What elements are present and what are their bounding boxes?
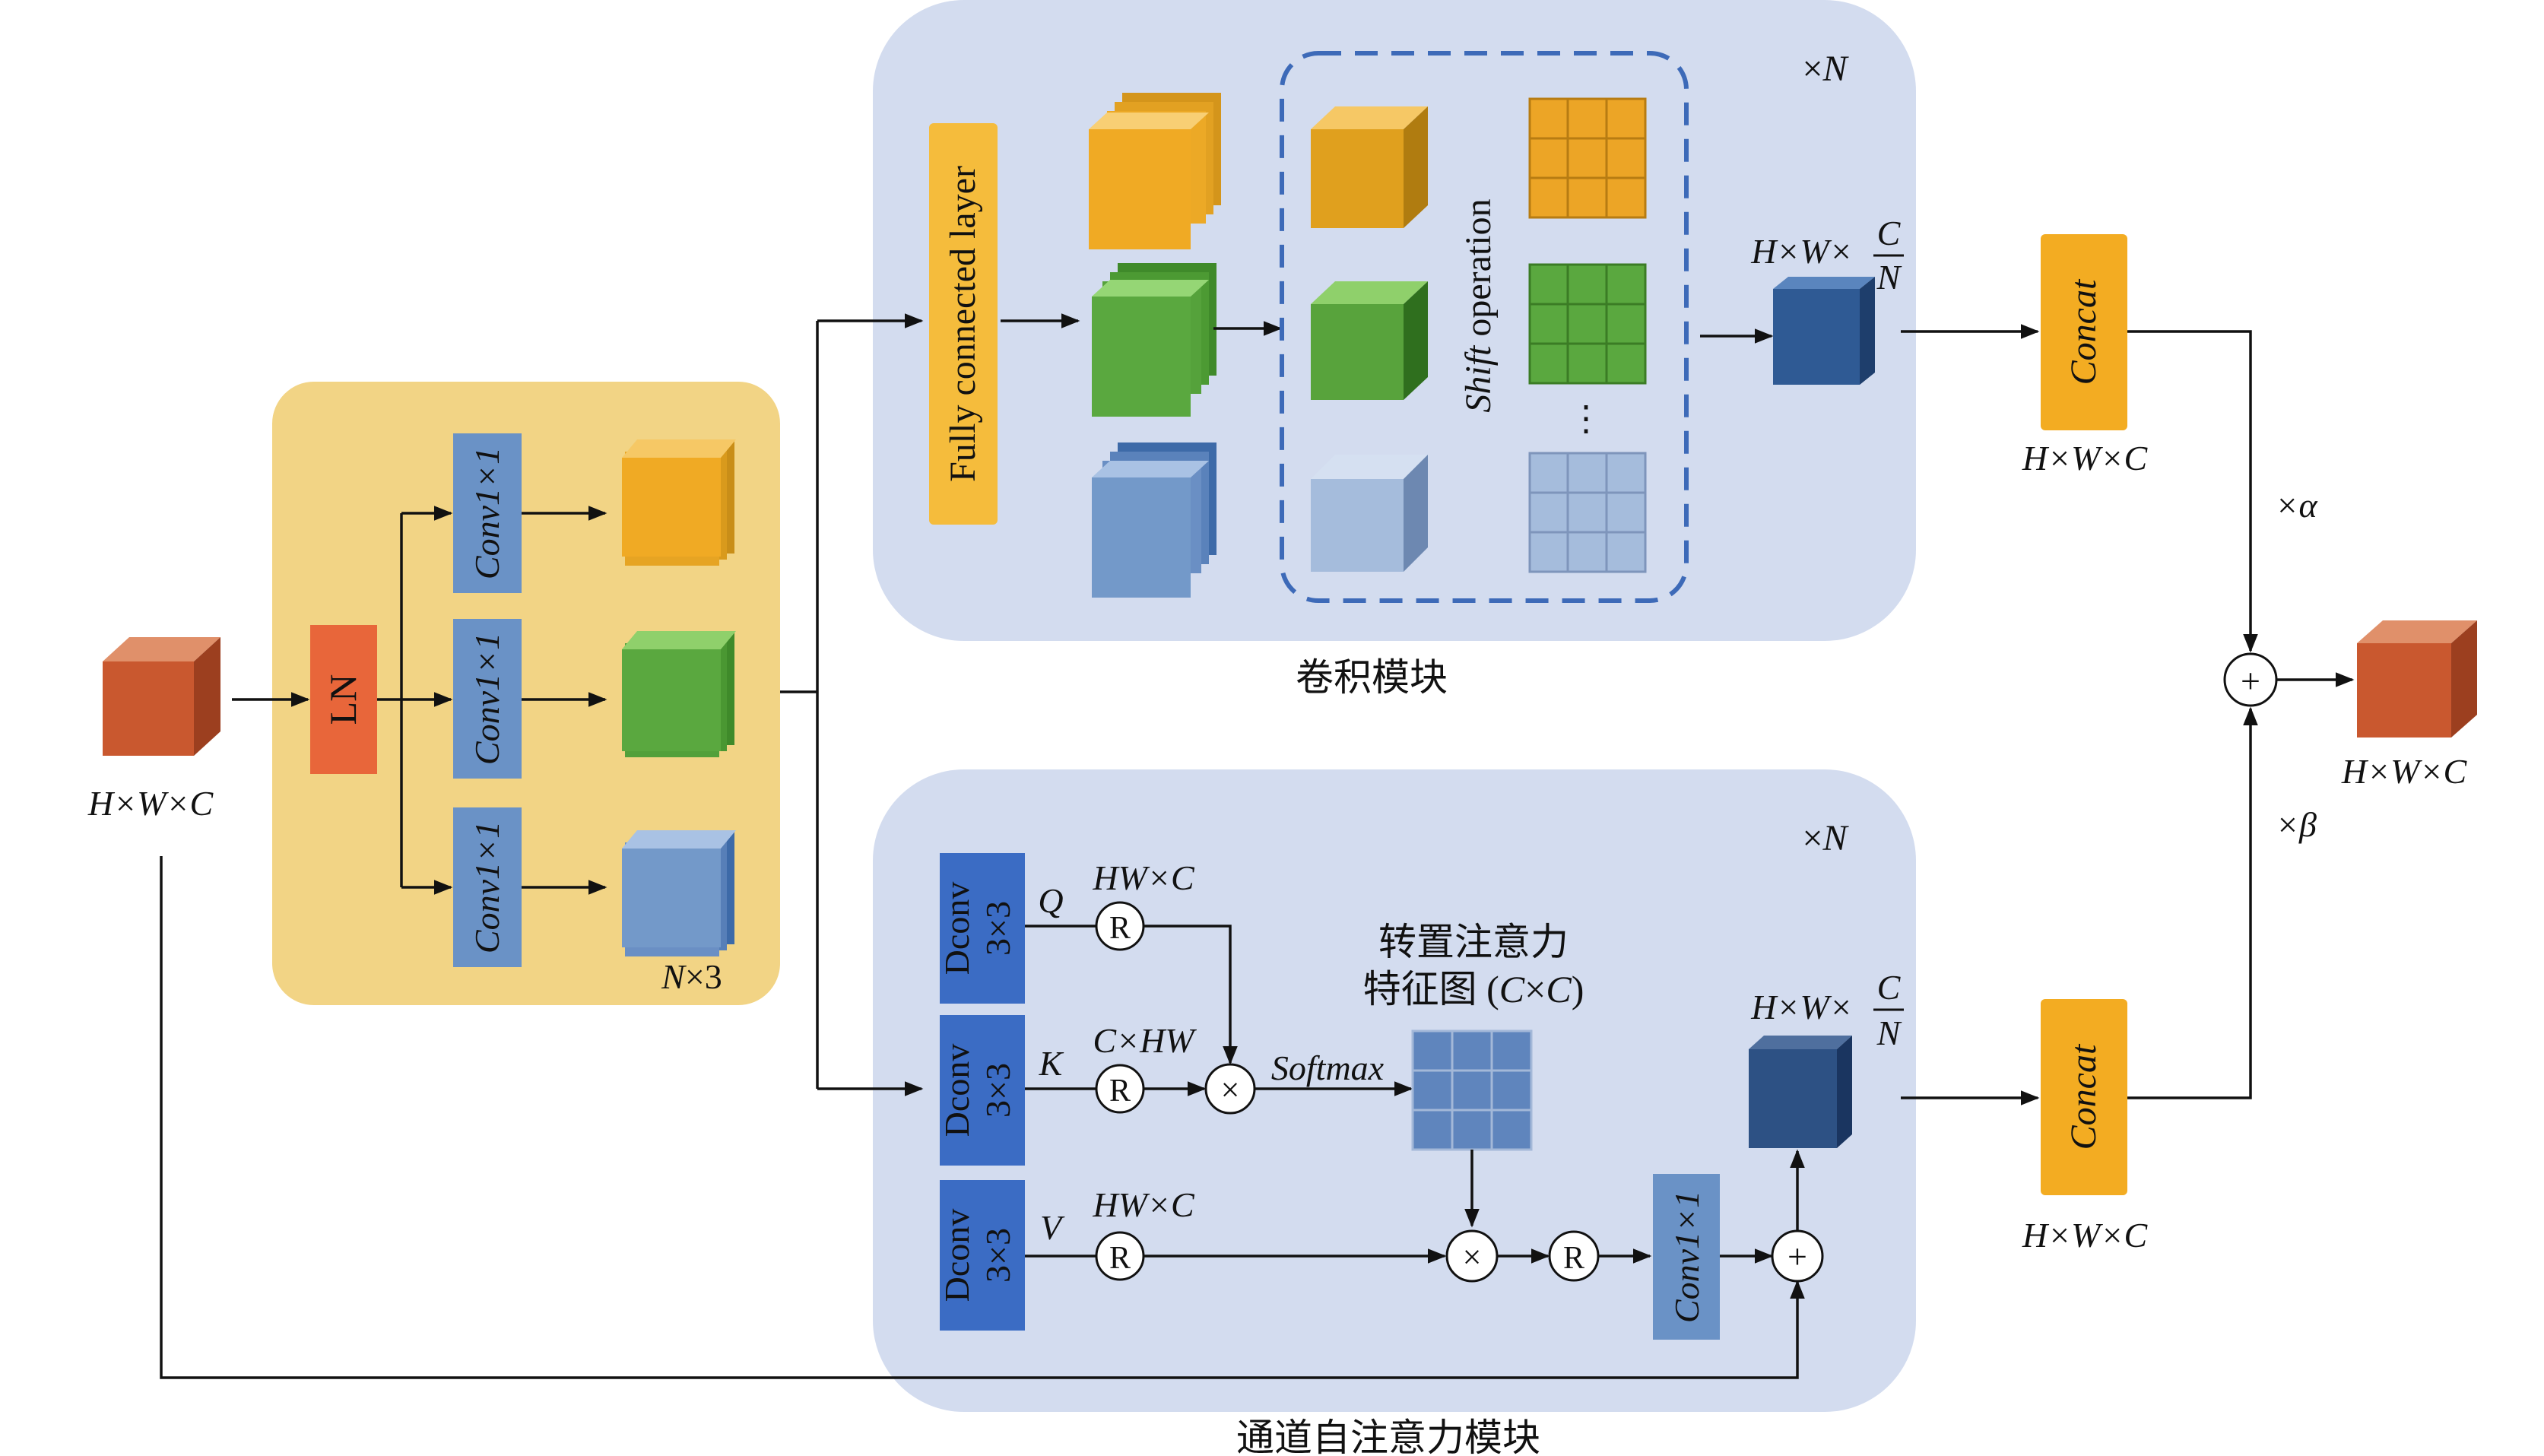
shift-cube-blue [1311, 455, 1428, 572]
multiply-symbol-v: × [1463, 1239, 1482, 1276]
fc-stack-green [1092, 263, 1216, 417]
q-dims: HW×C [1092, 858, 1195, 897]
attention-module-out-frac-num: C [1877, 968, 1902, 1007]
attention-map-title-2: 特征图 (C×C) [1363, 968, 1584, 1010]
dconv-box-k [940, 1015, 1025, 1166]
shift-cube-gold [1311, 106, 1428, 228]
fc-stack-gold [1089, 93, 1221, 249]
dconv-box-v [940, 1180, 1025, 1331]
concat-label-top: Concat [2063, 278, 2104, 385]
dconv-label-k: Dconv [937, 1044, 976, 1137]
ln-stack-green [622, 631, 736, 757]
conv1x1-label-2: Conv1×1 [468, 633, 506, 765]
shift-grid-green [1528, 263, 1647, 385]
shift-operation-label: Shift operation [1458, 198, 1499, 412]
k-dims: C×HW [1093, 1021, 1197, 1060]
conv1x1-box-2 [453, 619, 522, 779]
concat-dims-top: H×W×C [2022, 439, 2149, 477]
alpha-label: ×α [2275, 486, 2317, 525]
dconv-kernel-v: 3×3 [979, 1228, 1017, 1283]
k-label: K [1039, 1044, 1064, 1083]
ln-box [310, 625, 377, 774]
dconv-label-q: Dconv [937, 882, 976, 975]
attention-map-title-1: 转置注意力 [1378, 921, 1569, 963]
reshape-symbol-q: R [1109, 911, 1131, 946]
shift-ellipsis: ⋮ [1569, 399, 1603, 438]
conv-module-title: 卷积模块 [1296, 656, 1448, 699]
fusion-sum-symbol: + [2241, 661, 2260, 700]
residual-add-symbol: + [1787, 1237, 1807, 1276]
dconv-label-v: Dconv [937, 1209, 976, 1302]
beta-label: ×β [2276, 805, 2317, 844]
shift-dashed-box [1280, 51, 1689, 603]
attention-module-output-cube [1749, 1036, 1852, 1148]
concat-dims-bottom: H×W×C [2022, 1216, 2149, 1255]
conv-module-out-frac-num: C [1877, 214, 1902, 252]
ln-stack-blue [622, 830, 736, 956]
dconv-box-q [940, 853, 1025, 1004]
reshape-symbol-out: R [1563, 1241, 1584, 1276]
residual-skip-wire [160, 856, 1805, 1379]
ln-stack-gold [622, 439, 736, 566]
conv1x1-box-3 [453, 807, 522, 967]
concat-box-top [2041, 234, 2127, 430]
attention-module-repeat: ×N [1802, 818, 1849, 858]
conv-module-out-dims: H×W× [1750, 232, 1853, 271]
reshape-symbol-v: R [1109, 1241, 1131, 1276]
multiply-symbol-qk: × [1221, 1071, 1240, 1109]
fc-layer-box [929, 123, 998, 525]
reshape-symbol-k: R [1109, 1074, 1131, 1109]
dconv-kernel-k: 3×3 [979, 1063, 1017, 1118]
conv1x1-box-1 [453, 433, 522, 593]
input-cube [103, 637, 220, 756]
concat-box-bottom [2041, 999, 2127, 1195]
attention-module-out-dims: H×W× [1750, 988, 1853, 1026]
arrow-q-multiply [1144, 925, 1238, 1065]
conv-module-output-cube [1773, 277, 1875, 385]
shift-grid-gold [1528, 97, 1647, 219]
shift-grid-blue [1528, 452, 1647, 573]
output-dims-label: H×W×C [2341, 752, 2468, 791]
shift-cube-green [1311, 281, 1428, 400]
ln-label: LN [322, 674, 364, 725]
ln-repeat-label: N×3 [661, 957, 722, 996]
conv-module-out-frac-den: N [1876, 258, 1902, 297]
fc-stack-blue [1092, 443, 1216, 598]
arrow-concat-top-sum [2127, 330, 2258, 653]
attention-module-out-frac-den: N [1876, 1013, 1902, 1052]
v-label: V [1040, 1208, 1065, 1247]
conv1x1-label-1: Conv1×1 [468, 447, 506, 579]
attention-conv1x1-box [1653, 1174, 1720, 1340]
attention-module-title: 通道自注意力模块 [1236, 1416, 1540, 1456]
softmax-label: Softmax [1271, 1048, 1385, 1087]
q-label: Q [1038, 881, 1063, 920]
concat-label-bottom: Concat [2063, 1043, 2104, 1150]
input-dims-label: H×W×C [87, 784, 214, 823]
fc-layer-label: Fully connected layer [943, 166, 983, 482]
v-dims: HW×C [1092, 1185, 1195, 1224]
output-cube [2357, 620, 2477, 738]
conv1x1-label-3: Conv1×1 [468, 821, 506, 953]
attention-conv1x1-label: Conv1×1 [1667, 1191, 1706, 1323]
dconv-kernel-q: 3×3 [979, 901, 1017, 956]
arrow-concat-bottom-sum [2127, 706, 2258, 1099]
attention-map-grid [1411, 1029, 1533, 1151]
conv-module-repeat: ×N [1802, 49, 1849, 89]
